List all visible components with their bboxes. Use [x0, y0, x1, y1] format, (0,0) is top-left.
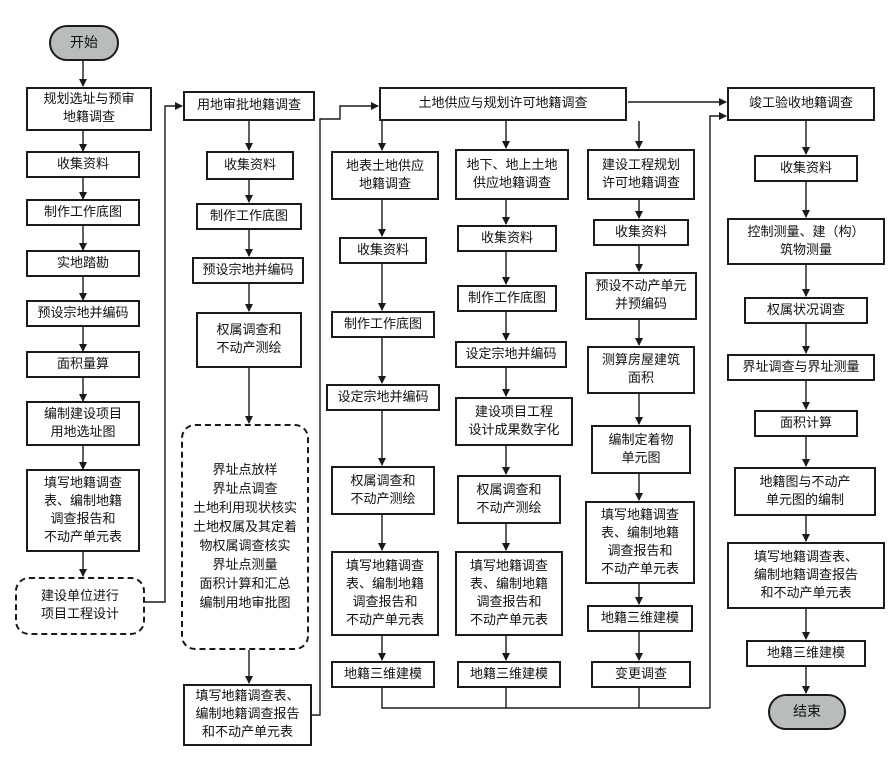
col2-node-0: 用地审批地籍调查	[183, 91, 315, 121]
col3c-node-4: 编制定着物 单元图	[591, 425, 691, 474]
col4-node-6: 地籍图与不动产 单元图的编制	[734, 467, 876, 516]
col2-node-6: 填写地籍调查表、 编制地籍调查报告 和不动产单元表	[183, 684, 312, 746]
col3c-node-2: 预设不动产单元 并预编码	[585, 272, 697, 320]
start-node: 开始	[49, 25, 119, 61]
col1-node-5: 面积量算	[26, 351, 140, 378]
col1-node-8: 建设单位进行 项目工程设计	[15, 577, 145, 635]
col2-node-5: 界址点放样 界址点调查 土地利用现状核实 土地权属及其定着 物权属调查核实 界址…	[181, 424, 309, 650]
col3c-node-3: 测算房屋建筑 面积	[587, 346, 695, 394]
col1-node-7: 填写地籍调查 表、编制地籍 调查报告和 不动产单元表	[26, 469, 140, 552]
col4-node-7: 填写地籍调查表、 编制地籍调查报告 和不动产单元表	[727, 542, 885, 609]
col3a-node-4: 权属调查和 不动产测绘	[331, 466, 435, 515]
col3a-node-1: 收集资料	[339, 237, 427, 264]
col3a-node-2: 制作工作底图	[331, 311, 435, 338]
col1-node-4: 预设宗地并编码	[26, 300, 140, 327]
col3a-node-0: 地表土地供应 地籍调查	[331, 151, 439, 200]
col3b-node-4: 建设项目工程 设计成果数字化	[455, 397, 573, 446]
col3a-node-3: 设定宗地并编码	[326, 384, 440, 411]
col3c-node-6: 地籍三维建模	[587, 605, 693, 632]
col2-node-2: 制作工作底图	[196, 203, 302, 230]
col1-node-1: 收集资料	[26, 151, 140, 178]
col4-node-4: 界址调查与界址测量	[727, 354, 875, 381]
col3b-node-1: 收集资料	[457, 225, 557, 252]
col3b-node-2: 制作工作底图	[457, 285, 557, 312]
col3a-node-6: 地籍三维建模	[331, 661, 435, 688]
col1-node-6: 编制建设项目 用地选址图	[26, 401, 140, 446]
end-node: 结束	[768, 694, 846, 730]
col2-node-1: 收集资料	[206, 151, 294, 180]
col4-node-3: 权属状况调查	[744, 297, 868, 324]
col3b-node-0: 地下、地上土地 供应地籍调查	[455, 149, 569, 200]
col1-node-2: 制作工作底图	[26, 199, 140, 226]
col1-node-3: 实地踏勘	[26, 250, 140, 277]
col4-node-0: 竣工验收地籍调查	[727, 87, 875, 121]
col3c-node-7: 变更调查	[591, 661, 691, 688]
col3b-node-5: 权属调查和 不动产测绘	[457, 475, 561, 524]
col2-node-3: 预设宗地并编码	[192, 257, 304, 284]
col3b-node-3: 设定宗地并编码	[455, 341, 567, 368]
col3b-node-6: 填写地籍调查 表、编制地籍 调查报告和 不动产单元表	[455, 551, 563, 636]
col3c-node-5: 填写地籍调查 表、编制地籍 调查报告和 不动产单元表	[585, 501, 695, 584]
col4-node-8: 地籍三维建模	[746, 640, 866, 667]
col2-node-4: 权属调查和 不动产测绘	[196, 312, 302, 368]
col1-node-0: 规划选址与预审 地籍调查	[26, 87, 152, 131]
col4-node-2: 控制测量、建（构） 筑物测量	[727, 218, 885, 265]
col3-title: 土地供应与规划许可地籍调查	[379, 87, 627, 121]
col3c-node-1: 收集资料	[593, 219, 689, 246]
col4-node-5: 面积计算	[754, 410, 858, 437]
col3a-node-5: 填写地籍调查 表、编制地籍 调查报告和 不动产单元表	[331, 551, 439, 636]
col4-node-1: 收集资料	[754, 155, 858, 182]
col3c-node-0: 建设工程规划 许可地籍调查	[587, 149, 695, 200]
col3b-node-7: 地籍三维建模	[457, 661, 561, 688]
